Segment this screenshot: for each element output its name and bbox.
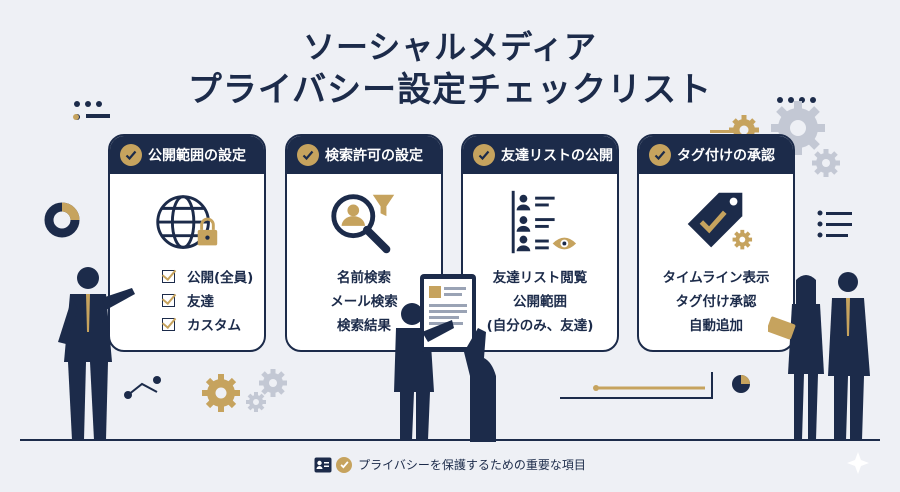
friend-list-eye-icon xyxy=(511,190,577,254)
businessman-pointing-illustration xyxy=(58,267,135,440)
footer: プライバシーを保護するための重要な項目 xyxy=(0,456,900,473)
globe-lock-icon xyxy=(156,195,218,249)
page-title-line1: ソーシャルメディア xyxy=(302,28,598,66)
list-item: タイムライン表示 xyxy=(662,270,770,286)
card-items: 公開(全員) 友達 カスタム xyxy=(110,266,264,338)
checkbox-checked-icon xyxy=(162,318,175,331)
id-card-icon xyxy=(314,457,332,473)
business-team-illustration xyxy=(768,272,870,440)
card-title: 友達リストの公開 xyxy=(501,148,613,164)
check-circle-icon xyxy=(649,144,671,166)
list-item: タグ付け承認 xyxy=(675,294,757,310)
list-item: 公開範囲 xyxy=(513,294,567,310)
checkbox-checked-icon xyxy=(162,270,175,283)
check-circle-icon xyxy=(473,144,495,166)
list-item: 名前検索 xyxy=(337,270,391,286)
list-item: 自動追加 xyxy=(689,318,743,334)
check-circle-icon xyxy=(120,144,142,166)
card-items: 友達リスト閲覧 公開範囲 (自分のみ、友達) xyxy=(463,266,617,338)
card-items: 名前検索 メール検索 検索結果 xyxy=(287,266,441,338)
check-circle-icon xyxy=(297,144,319,166)
tag-check-gear-icon xyxy=(687,192,753,250)
check-circle-icon xyxy=(336,456,353,473)
search-person-filter-icon xyxy=(331,194,395,254)
footer-text: プライバシーを保護するための重要な項目 xyxy=(358,458,586,472)
list-item: 検索結果 xyxy=(337,318,391,334)
card-title: 検索許可の設定 xyxy=(325,148,423,164)
businessman-tablet-illustration xyxy=(394,274,496,442)
card-header: 友達リストの公開 xyxy=(463,136,617,174)
list-item: (自分のみ、友達) xyxy=(486,318,594,334)
list-item: メール検索 xyxy=(330,294,398,310)
card-items: タイムライン表示 タグ付け承認 自動追加 xyxy=(639,266,793,338)
card-header: 公開範囲の設定 xyxy=(110,136,264,174)
checklist-item: 公開(全員) xyxy=(162,266,264,290)
checklist-item: カスタム xyxy=(162,314,264,338)
list-item: 友達リスト閲覧 xyxy=(492,270,588,286)
page-title-line2: プライバシー設定チェックリスト xyxy=(187,70,713,110)
card-header: タグ付けの承認 xyxy=(639,136,793,174)
card-title: タグ付けの承認 xyxy=(677,148,775,164)
card-header: 検索許可の設定 xyxy=(287,136,441,174)
checkbox-checked-icon xyxy=(162,294,175,307)
card-title: 公開範囲の設定 xyxy=(148,148,246,164)
card-visibility-settings: 公開範囲の設定 公開(全員) 友達 カスタム xyxy=(108,134,266,352)
card-tag-approval: タグ付けの承認 タイムライン表示 タグ付け承認 自動追加 xyxy=(637,134,795,352)
checklist-item: 友達 xyxy=(162,290,264,314)
card-friend-list-visibility: 友達リストの公開 友達リスト閲覧 公開範囲 (自分のみ、友達) xyxy=(461,134,619,352)
